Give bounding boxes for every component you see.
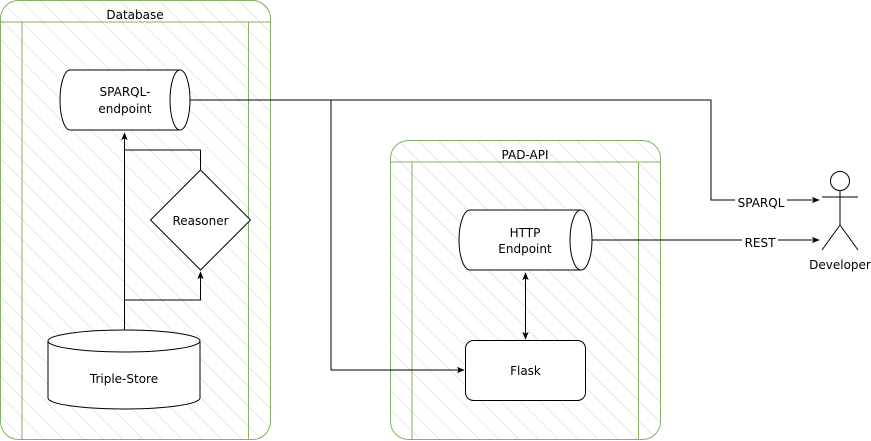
edges xyxy=(121,99,820,374)
edge-triplestore-to-reasoner xyxy=(124,271,204,301)
pad-api-title: PAD-API xyxy=(502,148,549,162)
reasoner-node[interactable]: Reasoner xyxy=(149,169,252,271)
reasoner-label: Reasoner xyxy=(172,214,228,228)
edge-sparql-to-flask xyxy=(330,100,465,374)
http-endpoint-label-line1: HTTP xyxy=(510,226,541,240)
sparql-endpoint-label-line1: SPARQL- xyxy=(100,85,151,99)
flask-node[interactable]: Flask xyxy=(465,340,586,401)
http-endpoint-label-line2: Endpoint xyxy=(498,242,552,256)
sparql-edge-label: SPARQL xyxy=(738,196,785,210)
edge-labels: SPARQL REST xyxy=(735,194,787,250)
edge-reasoner-to-sparql xyxy=(124,149,201,170)
flask-label: Flask xyxy=(510,364,541,378)
database-title: Database xyxy=(106,8,163,22)
developer-label: Developer xyxy=(809,258,871,272)
triple-store-label: Triple-Store xyxy=(89,372,158,386)
stick-figure-actor-icon xyxy=(821,171,859,251)
http-endpoint-node[interactable]: HTTP Endpoint xyxy=(458,209,593,271)
rest-edge-label: REST xyxy=(745,236,777,250)
sparql-endpoint-label-line2: endpoint xyxy=(98,102,152,116)
developer-actor[interactable]: Developer xyxy=(809,171,871,273)
sparql-endpoint-node[interactable]: SPARQL- endpoint xyxy=(59,69,191,131)
triple-store-node[interactable]: Triple-Store xyxy=(47,329,201,410)
